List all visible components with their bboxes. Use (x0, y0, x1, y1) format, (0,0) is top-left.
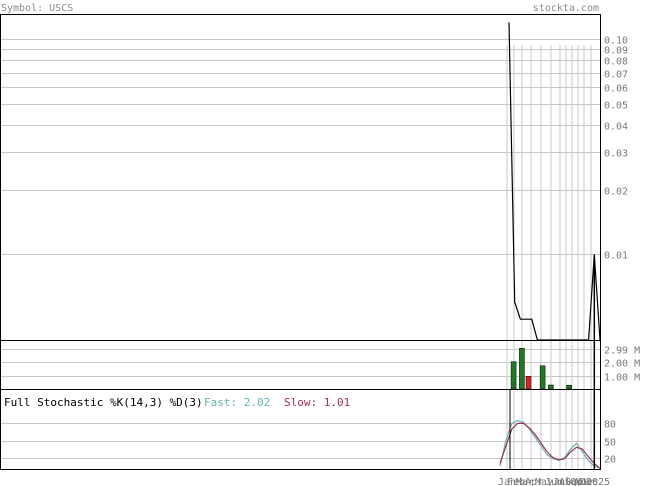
date-tick-label: May (535, 477, 553, 486)
price-tick-label: 0.07 (604, 70, 628, 81)
slow-value-label: Slow: 1.01 (284, 396, 350, 409)
stochastic-panel-frame (0, 389, 601, 470)
date-tick-label: Apr (525, 477, 543, 486)
price-line (508, 22, 601, 341)
volume-axis: 2.99 M 2.00 M 1.00 M (604, 346, 640, 384)
stochastic-fast-line (499, 419, 601, 469)
stochastic-slow-line (499, 422, 601, 469)
volume-bar (525, 376, 532, 390)
brand-label[interactable]: stockta.com (533, 3, 599, 14)
stochastic-axis: 80 50 20 (604, 420, 616, 466)
volume-panel-frame (0, 340, 601, 390)
price-series (508, 22, 601, 341)
volume-bar (510, 361, 517, 390)
price-tick-label: 0.10 (604, 36, 628, 47)
date-tick-label: Oct (570, 477, 588, 486)
price-tick-label: 0.06 (604, 84, 628, 95)
date-tick-label: Nov (575, 477, 593, 486)
date-tick-label: 2025 (586, 477, 610, 486)
stochastic-tick-label: 80 (604, 420, 616, 431)
stochastic-grid (1, 390, 600, 469)
volume-bar (519, 348, 525, 390)
date-tick-label: Aug (559, 477, 577, 486)
price-tick-label: 0.09 (604, 46, 628, 57)
price-tick-label: 0.08 (604, 57, 628, 68)
price-panel-frame (0, 14, 601, 341)
price-tick-label: 0.01 (604, 251, 628, 262)
date-tick-label: Jan (498, 477, 516, 486)
date-tick-label: Mar (516, 477, 534, 486)
symbol-label: Symbol: USCS (1, 3, 73, 14)
price-grid (1, 39, 600, 340)
stochastic-series (499, 390, 601, 469)
stochastic-tick-label: 20 (604, 455, 616, 466)
date-tick-label: Jul (553, 477, 571, 486)
price-tick-label: 0.02 (604, 187, 628, 198)
date-tick-label: Dec (580, 477, 598, 486)
volume-bars (510, 341, 596, 390)
date-tick-label: Feb (507, 477, 525, 486)
fast-value-label: Fast: 2.02 (204, 396, 270, 409)
price-axis: 0.100.090.08 0.07 0.06 0.05 0.04 0.03 0.02 0.01 (604, 36, 628, 262)
volume-tick-label: 2.00 M (604, 359, 640, 370)
volume-bar (539, 365, 546, 390)
price-tick-label: 0.04 (604, 122, 628, 133)
volume-tick-label: 1.00 M (604, 373, 640, 384)
volume-grid (1, 341, 600, 389)
volume-bar (548, 384, 554, 390)
price-tick-label: 0.03 (604, 149, 628, 160)
stochastic-tick-label: 50 (604, 438, 616, 449)
date-tick-label: Sep (565, 477, 583, 486)
price-tick-label: 0.05 (604, 101, 628, 112)
stochastic-title: Full Stochastic %K(14,3) %D(3) (4, 396, 203, 409)
date-tick-label: Jun (545, 477, 563, 486)
volume-tick-label: 2.99 M (604, 346, 640, 357)
volume-bar (566, 385, 572, 390)
